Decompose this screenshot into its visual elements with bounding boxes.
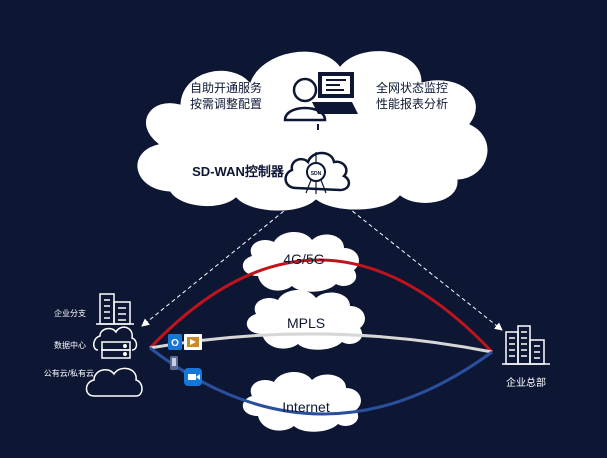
lte-label: 4G/5G	[283, 251, 324, 267]
internet-label: Internet	[282, 399, 330, 415]
control-arrow-branch	[141, 190, 308, 327]
control-arrow-hq	[328, 190, 503, 331]
mpls-label: MPLS	[287, 315, 325, 331]
branch-label: 企业分支	[54, 308, 86, 318]
self-service-label-1: 自助开通服务	[190, 80, 262, 95]
controller-badge: SDN	[311, 171, 322, 177]
monitoring-label-1: 全网状态监控	[376, 80, 448, 95]
hq-label: 企业总部	[506, 376, 546, 389]
outlook-app-icon: O	[168, 334, 182, 350]
video-app-icon	[184, 368, 202, 386]
cloud-label: 公有云/私有云	[44, 368, 94, 378]
monitoring-label-2: 性能报表分析	[376, 96, 448, 111]
outlook-app-letter: O	[171, 338, 179, 349]
monitor-icon	[312, 72, 358, 114]
datacenter-label: 数据中心	[54, 340, 86, 350]
self-service-label-2: 按需调整配置	[190, 96, 262, 111]
hq-building-icon	[502, 325, 550, 365]
controller-cloud-icon	[284, 151, 351, 194]
controller-label: SD-WAN控制器	[192, 164, 285, 179]
public-cloud-icon	[85, 367, 143, 397]
presentation-app-icon	[184, 334, 202, 350]
admin-user-icon	[283, 77, 327, 122]
internet-cloud	[242, 371, 361, 432]
branch-building-icon	[96, 293, 134, 325]
phone-app-icon	[170, 356, 178, 370]
datacenter-icon	[93, 326, 138, 359]
